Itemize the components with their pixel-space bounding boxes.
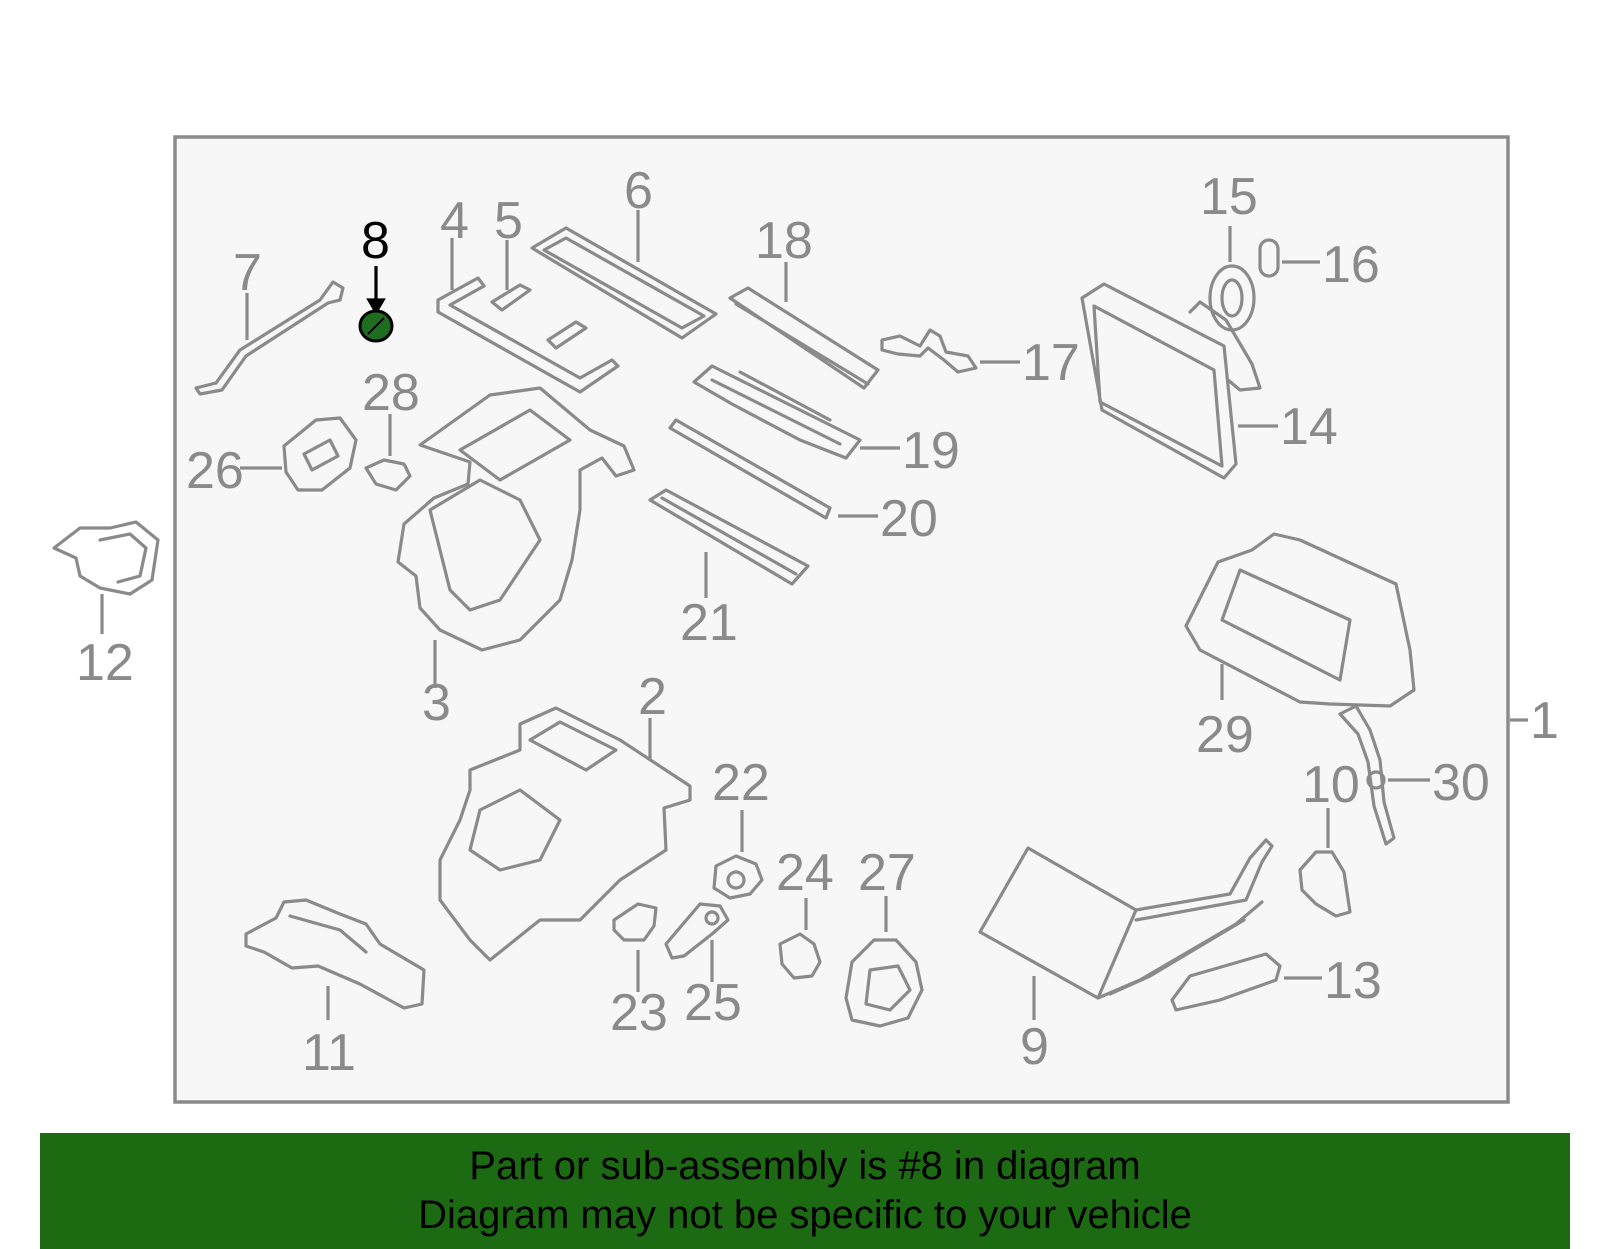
part-25-lever [664,902,730,960]
callout-15: 15 [1200,168,1258,226]
part-13-bracket [1170,952,1282,1012]
banner-line-2: Diagram may not be specific to your vehi… [418,1193,1192,1237]
part-15-gasket [1208,264,1256,332]
part-2-case [438,706,692,962]
callout-20: 20 [880,490,938,548]
callout-24: 24 [776,844,834,902]
part-12-actuator [52,520,160,596]
callout-4: 4 [440,192,469,250]
part-21-door [648,488,810,586]
diagram-frame [173,135,1510,1104]
callout-16: 16 [1322,236,1380,294]
part-22-bushing [712,854,764,900]
part-10-sensor [1298,850,1352,918]
callout-17: 17 [1022,334,1080,392]
part-30-hose [1338,704,1396,846]
part-7-rod [194,280,345,396]
part-14-evaporator [1080,282,1262,480]
banner-line-1: Part or sub-assembly is #8 in diagram [469,1144,1141,1188]
callout-25: 25 [684,974,742,1032]
callout-14: 14 [1280,398,1338,456]
callout-23: 23 [610,984,668,1042]
callout-26: 26 [186,442,244,500]
callout-1: 1 [1530,692,1559,750]
part-28-clip [364,458,412,492]
callout-3: 3 [422,674,451,732]
part-9-heater-core [978,838,1274,1000]
part-4-seal [436,276,620,394]
callout-28: 28 [362,364,420,422]
part-16-clip [1258,238,1280,278]
part-6-door [530,226,718,340]
callout-6: 6 [624,162,653,220]
part-5-pad [490,283,588,350]
callout-22: 22 [712,754,770,812]
callout-30: 30 [1432,754,1490,812]
part-20-shaft [668,418,832,520]
callout-27: 27 [858,844,916,902]
callout-19: 19 [902,422,960,480]
callout-13: 13 [1324,952,1382,1010]
part-19-door [692,364,862,460]
callout-2: 2 [638,668,667,726]
part-27-motor [844,938,924,1028]
part-18-door [728,286,880,390]
info-banner: Part or sub-assembly is #8 in diagram Di… [40,1133,1570,1249]
callout-10: 10 [1302,756,1360,814]
callout-18: 18 [755,212,813,270]
callout-5: 5 [494,192,523,250]
part-17-harness [880,328,978,374]
callout-12: 12 [76,634,134,692]
part-3-case [396,386,636,652]
callout-21: 21 [680,594,738,652]
callout-9: 9 [1020,1018,1049,1076]
callout-29: 29 [1196,706,1254,764]
part-11-motor [244,898,426,1010]
part-26-bracket [282,416,358,492]
part-29-housing [1184,532,1416,708]
callout-11: 11 [302,1024,356,1082]
callout-8: 8 [361,212,390,270]
part-23-link [612,902,658,942]
part-24-servo [778,932,822,980]
callout-7: 7 [233,244,262,302]
